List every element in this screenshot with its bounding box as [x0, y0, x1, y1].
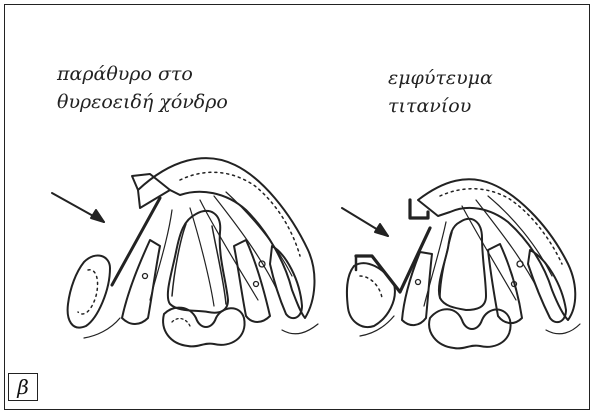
left-caption-line2: θυρεοειδή χόνδρο — [57, 88, 228, 116]
left-cricoid — [163, 308, 244, 347]
left-larynx-drawing — [52, 158, 318, 346]
right-larynx-drawing — [342, 179, 580, 348]
titanium-implant — [410, 200, 428, 218]
left-arytenoid-left — [68, 255, 110, 327]
right-caption-line1: εμφύτευμα — [388, 64, 493, 92]
left-window-edge — [132, 174, 170, 190]
left-caption: παράθυρο στο θυρεοειδή χόνδρο — [57, 60, 228, 116]
right-arrow — [342, 208, 388, 236]
right-caption: εμφύτευμα τιτανίου — [388, 64, 493, 120]
left-arrow — [52, 193, 104, 222]
left-caption-line1: παράθυρο στο — [57, 60, 228, 88]
right-airway-lumen — [439, 219, 486, 310]
panel-tag: β — [8, 373, 38, 401]
right-caption-line2: τιτανίου — [388, 92, 493, 120]
